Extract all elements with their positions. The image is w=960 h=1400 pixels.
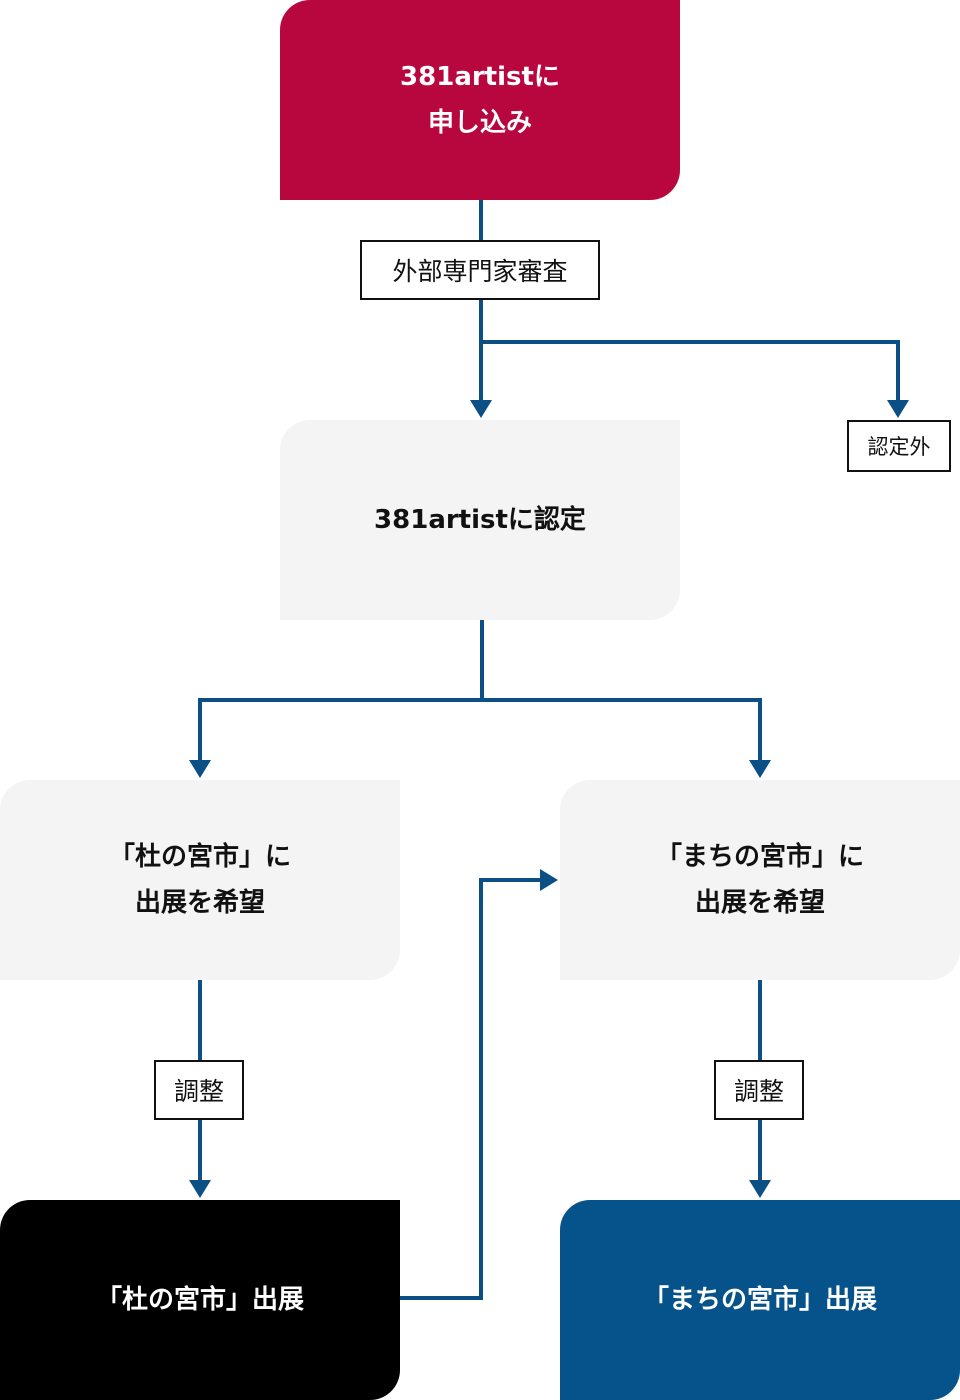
arrowhead-to-machi-hope xyxy=(749,760,771,778)
machi-exhibit-line-1: 「まちの宮市」出展 xyxy=(642,1285,877,1315)
machi-hope-line-1: 「まちの宮市」に xyxy=(655,842,864,872)
machi-exhibit-node: 「まちの宮市」出展 xyxy=(560,1200,960,1400)
certified-line-1: 381artistに認定 xyxy=(374,505,586,535)
arrowhead-to-machi-exhibit xyxy=(749,1180,771,1198)
adjust-label-left: 調整 xyxy=(154,1060,244,1120)
machi-hope-node: 「まちの宮市」に 出展を希望 xyxy=(560,780,960,980)
machi-hope-line-2: 出展を希望 xyxy=(694,888,825,918)
apply-line-2: 申し込み xyxy=(427,108,532,138)
mori-exhibit-line-1: 「杜の宮市」出展 xyxy=(95,1285,304,1315)
connector-split-left xyxy=(198,698,482,762)
connector-mori-exhibit-to-machi-hope xyxy=(400,878,541,1300)
apply-line-1: 381artistに xyxy=(400,62,560,92)
arrowhead-to-mori-exhibit xyxy=(189,1180,211,1198)
mori-hope-node: 「杜の宮市」に 出展を希望 xyxy=(0,780,400,980)
certified-node: 381artistに認定 xyxy=(280,420,680,620)
mori-hope-line-1: 「杜の宮市」に xyxy=(108,842,291,872)
adjust-label-right: 調整 xyxy=(714,1060,804,1120)
arrowhead-to-mori-hope xyxy=(189,760,211,778)
arrowhead-to-not-certified xyxy=(887,400,909,418)
apply-node: 381artistに 申し込み xyxy=(280,0,680,200)
arrowhead-to-certified xyxy=(470,400,492,418)
arrowhead-to-machi-hope-side xyxy=(540,869,558,891)
not-certified-label: 認定外 xyxy=(847,420,951,472)
mori-hope-line-2: 出展を希望 xyxy=(134,888,265,918)
mori-exhibit-node: 「杜の宮市」出展 xyxy=(0,1200,400,1400)
review-label: 外部専門家審査 xyxy=(360,240,600,300)
connector-split-right xyxy=(482,698,762,762)
connector-to-not-certified xyxy=(481,340,900,402)
